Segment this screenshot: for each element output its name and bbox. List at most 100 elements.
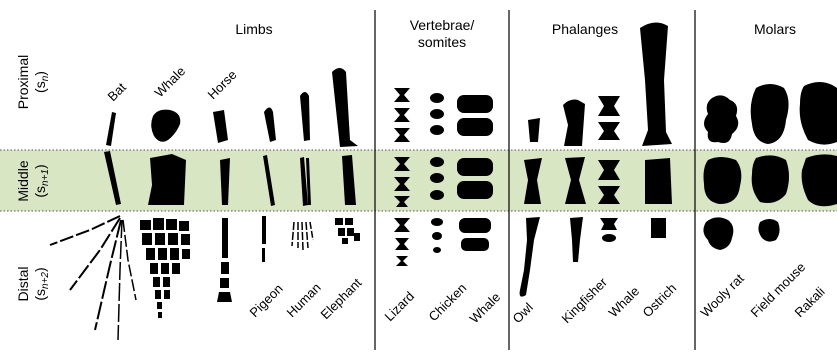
elephant-phalanx [347,228,354,236]
section-title-vertebrae-line1: Vertebrae/ [410,17,475,33]
field-mouse-molar-2 [752,155,789,203]
species-label-human: Human [284,280,324,320]
human-finger [306,222,308,248]
whale-phalanx-upper [598,122,620,140]
whale-carpal [153,218,164,230]
whale-phalanx [181,234,190,245]
row-symbol-proximal-close: ) [32,71,48,76]
elephant-carpal [335,218,343,225]
whale-phalanx [172,263,180,274]
whale-vertebra [457,95,493,113]
row-symbol-distal-sub: n+2 [40,272,51,289]
whale-vertebra [457,181,493,199]
lizard-vertebrae [394,88,410,266]
row-symbol-middle-open: (s [32,186,48,198]
horse-cannon-bone [222,218,228,258]
section-title-molars: Molars [754,21,796,37]
elephant-carpal [345,218,353,225]
whale-phalanx [161,263,169,274]
whale-phalanx [142,233,152,245]
whale-phalanx [163,277,170,287]
whale-phalanx [150,263,158,274]
whale-phalanx [182,249,190,259]
field-mouse-molar-3 [758,219,779,242]
row-symbol-middle-close: ) [32,164,48,169]
species-label-whale-limb: Whale [152,63,189,100]
species-label-pigeon: Pigeon [247,281,286,320]
species-label-chicken: Chicken [426,280,470,324]
horse-phalanx [221,262,229,274]
lizard-vertebra [394,108,410,122]
bat-distal-digits [50,216,136,340]
whale-phalanx-distal [600,218,618,230]
whale-phalanx [153,277,160,287]
species-label-horse: Horse [205,67,240,102]
lizard-vertebra [394,88,410,102]
chicken-vertebra [430,190,444,200]
species-label-whale-vertebrae: Whale [467,289,504,326]
pigeon-proximal-bone [264,108,276,143]
pigeon-distal-bones [262,216,266,262]
horse-distal-bones [217,218,232,302]
row-symbol-distal-close: ) [32,267,48,272]
whale-phalanx-tip [602,234,616,242]
chicken-vertebra [430,109,444,119]
chicken-vertebra [430,125,444,135]
human-distal-bones [292,222,313,250]
chicken-vertebra [430,157,444,167]
horse-proximal-bone [213,110,228,143]
owl-distal-claw [520,217,540,297]
elephant-proximal-bone [332,68,358,147]
elephant-distal-bones [335,218,360,244]
whale-phalanx [155,290,161,299]
whale-vertebra [457,158,493,176]
kingfisher-proximal-phalanx [563,100,585,146]
bat-digit-1 [50,216,120,245]
section-title-phalanges: Phalanges [552,21,618,37]
species-label-ostrich: Ostrich [640,280,680,320]
whale-phalanx [158,312,162,318]
owl-proximal-phalanx [528,118,540,142]
whale-vertebra [457,118,493,136]
chicken-vertebra [430,173,444,183]
whale-carpal [179,221,189,231]
whale-carpal [140,220,151,230]
lizard-vertebra [394,218,410,232]
whale-phalanx [168,233,178,245]
whale-phalanx [155,233,165,245]
lizard-vertebra [395,238,409,250]
row-symbol-distal-open: (s [32,289,48,301]
whale-phalanx [164,290,170,299]
chicken-vertebra [431,218,443,226]
species-label-rakali: Rakali [792,284,828,320]
lizard-vertebra [396,256,408,266]
human-proximal-bone [300,92,310,141]
row-symbol-proximal: (sn) [32,71,51,93]
whale-phalanx [157,302,162,309]
whale-middle-bones [148,154,186,205]
row-label-distal-text: Distal [15,266,31,301]
lizard-vertebra [394,128,410,142]
row-symbol-proximal-open: (s [32,81,48,93]
ostrich-proximal-phalanx [640,22,672,146]
human-finger [292,222,294,246]
row-label-proximal: Proximal (sn) [15,55,51,109]
row-label-middle-text: Middle [15,160,31,201]
whale-phalanx-top [598,96,620,116]
pigeon-phalanx [262,248,265,262]
ostrich-middle-phalanx [645,158,672,204]
row-symbol-distal: (sn+2) [32,267,51,300]
elephant-phalanx [338,228,345,236]
whale-vertebra [461,238,489,251]
whale-carpal [166,219,177,230]
horse-hoof [217,292,232,302]
bat-proximal-bone [106,112,116,146]
wooly-rat-molar-2 [704,157,742,204]
species-label-wooly-rat: Wooly rat [698,271,748,321]
bat-digit-4 [118,220,122,340]
section-title-vertebrae-line2: somites [418,34,466,50]
pigeon-phalanx [262,216,266,244]
whale-vertebrae [457,95,493,251]
section-title-limbs: Limbs [235,21,272,37]
